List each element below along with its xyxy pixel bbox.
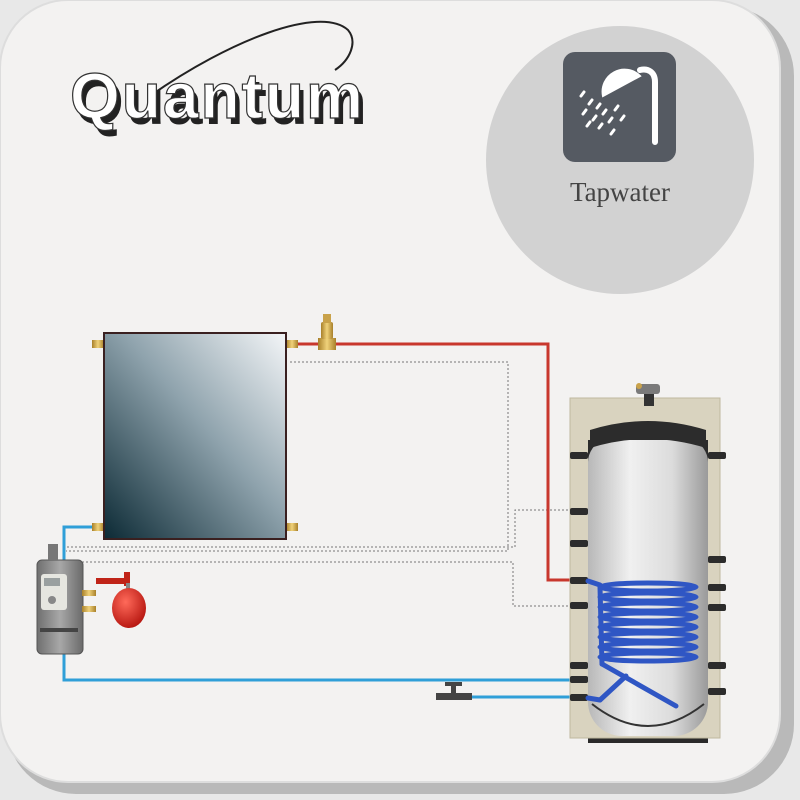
expansion-vessel — [96, 572, 146, 628]
heat-exchanger-coil — [585, 578, 699, 709]
badge-label: Tapwater — [570, 177, 670, 207]
tapwater-badge: Tapwater — [486, 26, 754, 294]
badge-icon-tile — [563, 52, 676, 162]
solar-collector — [92, 332, 298, 540]
tap-valve — [436, 682, 472, 700]
brand-logo: Quantum Quantum — [69, 20, 369, 138]
brand-name: Quantum — [70, 60, 365, 132]
shower-icon — [579, 66, 658, 145]
pump-station — [36, 544, 96, 655]
sensor-cables — [64, 361, 568, 607]
brand-name-shadow: Quantum — [74, 66, 369, 138]
air-vent-valve — [318, 314, 336, 350]
brand-swoosh — [149, 20, 354, 97]
